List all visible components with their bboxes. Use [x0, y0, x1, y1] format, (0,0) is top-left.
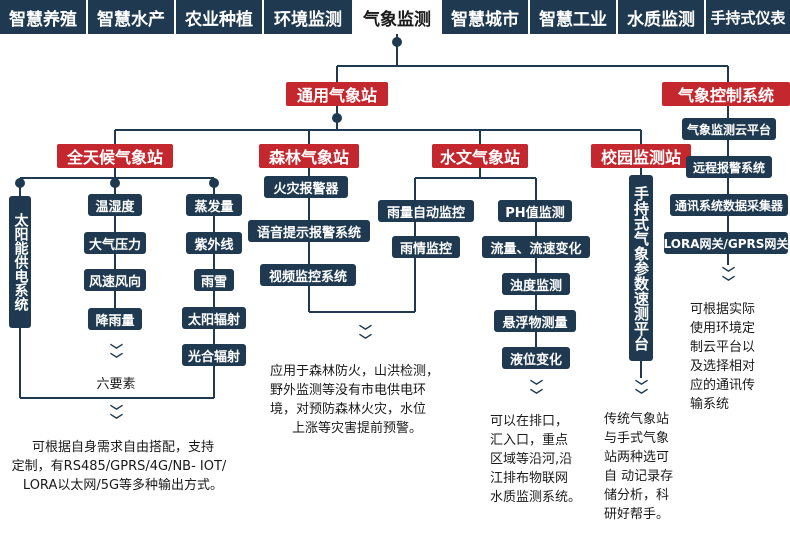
category-tab-bar: 智慧养殖 智慧水产 农业种植 环境监测 气象监测 智慧城市 智慧工业 水质监测 …: [0, 0, 790, 34]
hydro-item: 雨情监控: [392, 236, 460, 258]
forest-item: 火灾报警器: [264, 176, 348, 198]
sensor-item: 雨雪: [194, 269, 234, 291]
desc-line: 与手式气象: [604, 431, 670, 446]
desc-line: 区域等沿河,沿: [490, 452, 573, 467]
desc-line: 野外监测等没有市电供电环: [270, 383, 427, 398]
tab-smart-city[interactable]: 智慧城市: [442, 0, 528, 34]
forest-description: 应用于森林防火，山洪检测， 野外监测等没有市电供电环 境，对预防森林火灾，水位 …: [270, 362, 470, 438]
desc-line: 使用环境定: [690, 321, 756, 336]
desc-line: 定制，有RS485/GPRS/4G/NB- IOT/: [11, 459, 227, 474]
forest-weather-station-node: 森林气象站: [259, 144, 359, 168]
all-weather-description: 可根据自身需求自由搭配，支持 定制，有RS485/GPRS/4G/NB- IOT…: [0, 438, 246, 495]
solar-power-system-text: 太阳能供电系统: [12, 213, 29, 311]
sensor-item: 大气压力: [84, 232, 146, 254]
desc-line: 应的通讯传: [690, 378, 756, 393]
tab-environment-monitoring[interactable]: 环境监测: [264, 0, 352, 34]
desc-line: 可以在排口，: [490, 414, 569, 429]
hydro-weather-station-node: 水文气象站: [432, 144, 528, 168]
campus-description: 传统气象站 与手式气象 站两种选可 自 动记录存 储分析，科 研好帮手。: [604, 410, 688, 524]
water-quality-item: PH值监测: [498, 200, 572, 222]
tab-smart-breeding[interactable]: 智慧养殖: [0, 0, 86, 34]
chevron-down-icon: ﹀﹀: [110, 344, 123, 368]
chevron-down-icon: ﹀﹀: [635, 380, 648, 404]
desc-line: 可根据实际: [690, 302, 756, 317]
water-quality-item: 浊度监测: [502, 273, 570, 295]
forest-item: 视频监控系统: [260, 264, 356, 286]
desc-line: 传统气象站: [604, 412, 670, 427]
sensor-item: 降雨量: [88, 308, 142, 330]
control-item: LORA网关/GPRS网关: [664, 232, 788, 254]
desc-line: 制云平台以: [690, 340, 756, 355]
tab-handheld-instruments[interactable]: 手持式仪表: [706, 0, 790, 34]
water-quality-item: 液位变化: [502, 347, 570, 369]
desc-line: 可根据自身需求自由搭配，支持: [31, 440, 214, 455]
sensor-item: 蒸发量: [186, 194, 242, 216]
sensor-item: 风速风向: [84, 269, 146, 291]
chevron-down-icon: ﹀﹀: [722, 267, 735, 291]
tab-smart-industry[interactable]: 智慧工业: [530, 0, 616, 34]
desc-line: 上涨等灾害提前预警。: [292, 421, 423, 436]
water-quality-item: 悬浮物测量: [494, 310, 576, 332]
desc-line: LORA以太网/5G等多种输出方式。: [22, 478, 224, 493]
handheld-platform-text: 手持式气象参数速测平台: [632, 185, 650, 351]
desc-line: 汇入口，重点: [490, 433, 569, 448]
solar-power-system-label: 太阳能供电系统: [9, 196, 31, 328]
forest-item: 语音提示报警系统: [248, 220, 370, 242]
hydro-description: 可以在排口， 汇入口，重点 区域等沿河,沿 江排布物联网 水质监测系统。: [490, 412, 594, 507]
sensor-item: 太阳辐射: [182, 307, 246, 329]
handheld-speed-test-platform-label: 手持式气象参数速测平台: [629, 175, 653, 361]
six-elements-label: 六要素: [96, 376, 136, 392]
tab-crop-farming[interactable]: 农业种植: [176, 0, 262, 34]
control-item: 气象监测云平台: [682, 118, 776, 140]
tab-water-quality[interactable]: 水质监测: [618, 0, 704, 34]
general-weather-station-node: 通用气象站: [286, 82, 388, 106]
desc-line: 水质监测系统。: [490, 490, 582, 505]
control-item: 远程报警系统: [686, 156, 772, 178]
sensor-item: 紫外线: [186, 232, 242, 254]
tab-weather-monitoring[interactable]: 气象监测: [354, 0, 440, 34]
desc-line: 及选择相对: [690, 359, 756, 374]
desc-line: 应用于森林防火，山洪检测，: [270, 364, 440, 379]
desc-line: 站两种选可: [604, 450, 670, 465]
sensor-item: 温湿度: [88, 194, 142, 216]
desc-line: 江排布物联网: [490, 471, 569, 486]
control-item: 通讯系统数据采集器: [670, 194, 788, 216]
desc-line: 储分析，科: [604, 488, 670, 503]
desc-line: 输系统: [690, 397, 730, 412]
chevron-down-icon: ﹀﹀: [110, 405, 123, 429]
chevron-down-icon: ﹀﹀: [530, 380, 543, 404]
sensor-item: 光合辐射: [182, 344, 246, 366]
water-quality-item: 流量、流速变化: [482, 236, 590, 258]
hydro-item: 雨量自动监控: [378, 200, 474, 222]
campus-monitoring-station-node: 校园监测站: [591, 144, 691, 168]
all-weather-station-node: 全天候气象站: [57, 144, 173, 168]
tab-smart-aquaculture[interactable]: 智慧水产: [88, 0, 174, 34]
desc-line: 境，对预防森林火灾，水位: [270, 402, 427, 417]
chevron-down-icon: ﹀﹀: [359, 325, 372, 349]
weather-control-system-node: 气象控制系统: [662, 82, 790, 106]
control-system-description: 可根据实际 使用环境定 制云平台以 及选择相对 应的通讯传 输系统: [690, 300, 774, 414]
desc-line: 自 动记录存: [604, 469, 674, 484]
desc-line: 研好帮手。: [604, 507, 670, 522]
